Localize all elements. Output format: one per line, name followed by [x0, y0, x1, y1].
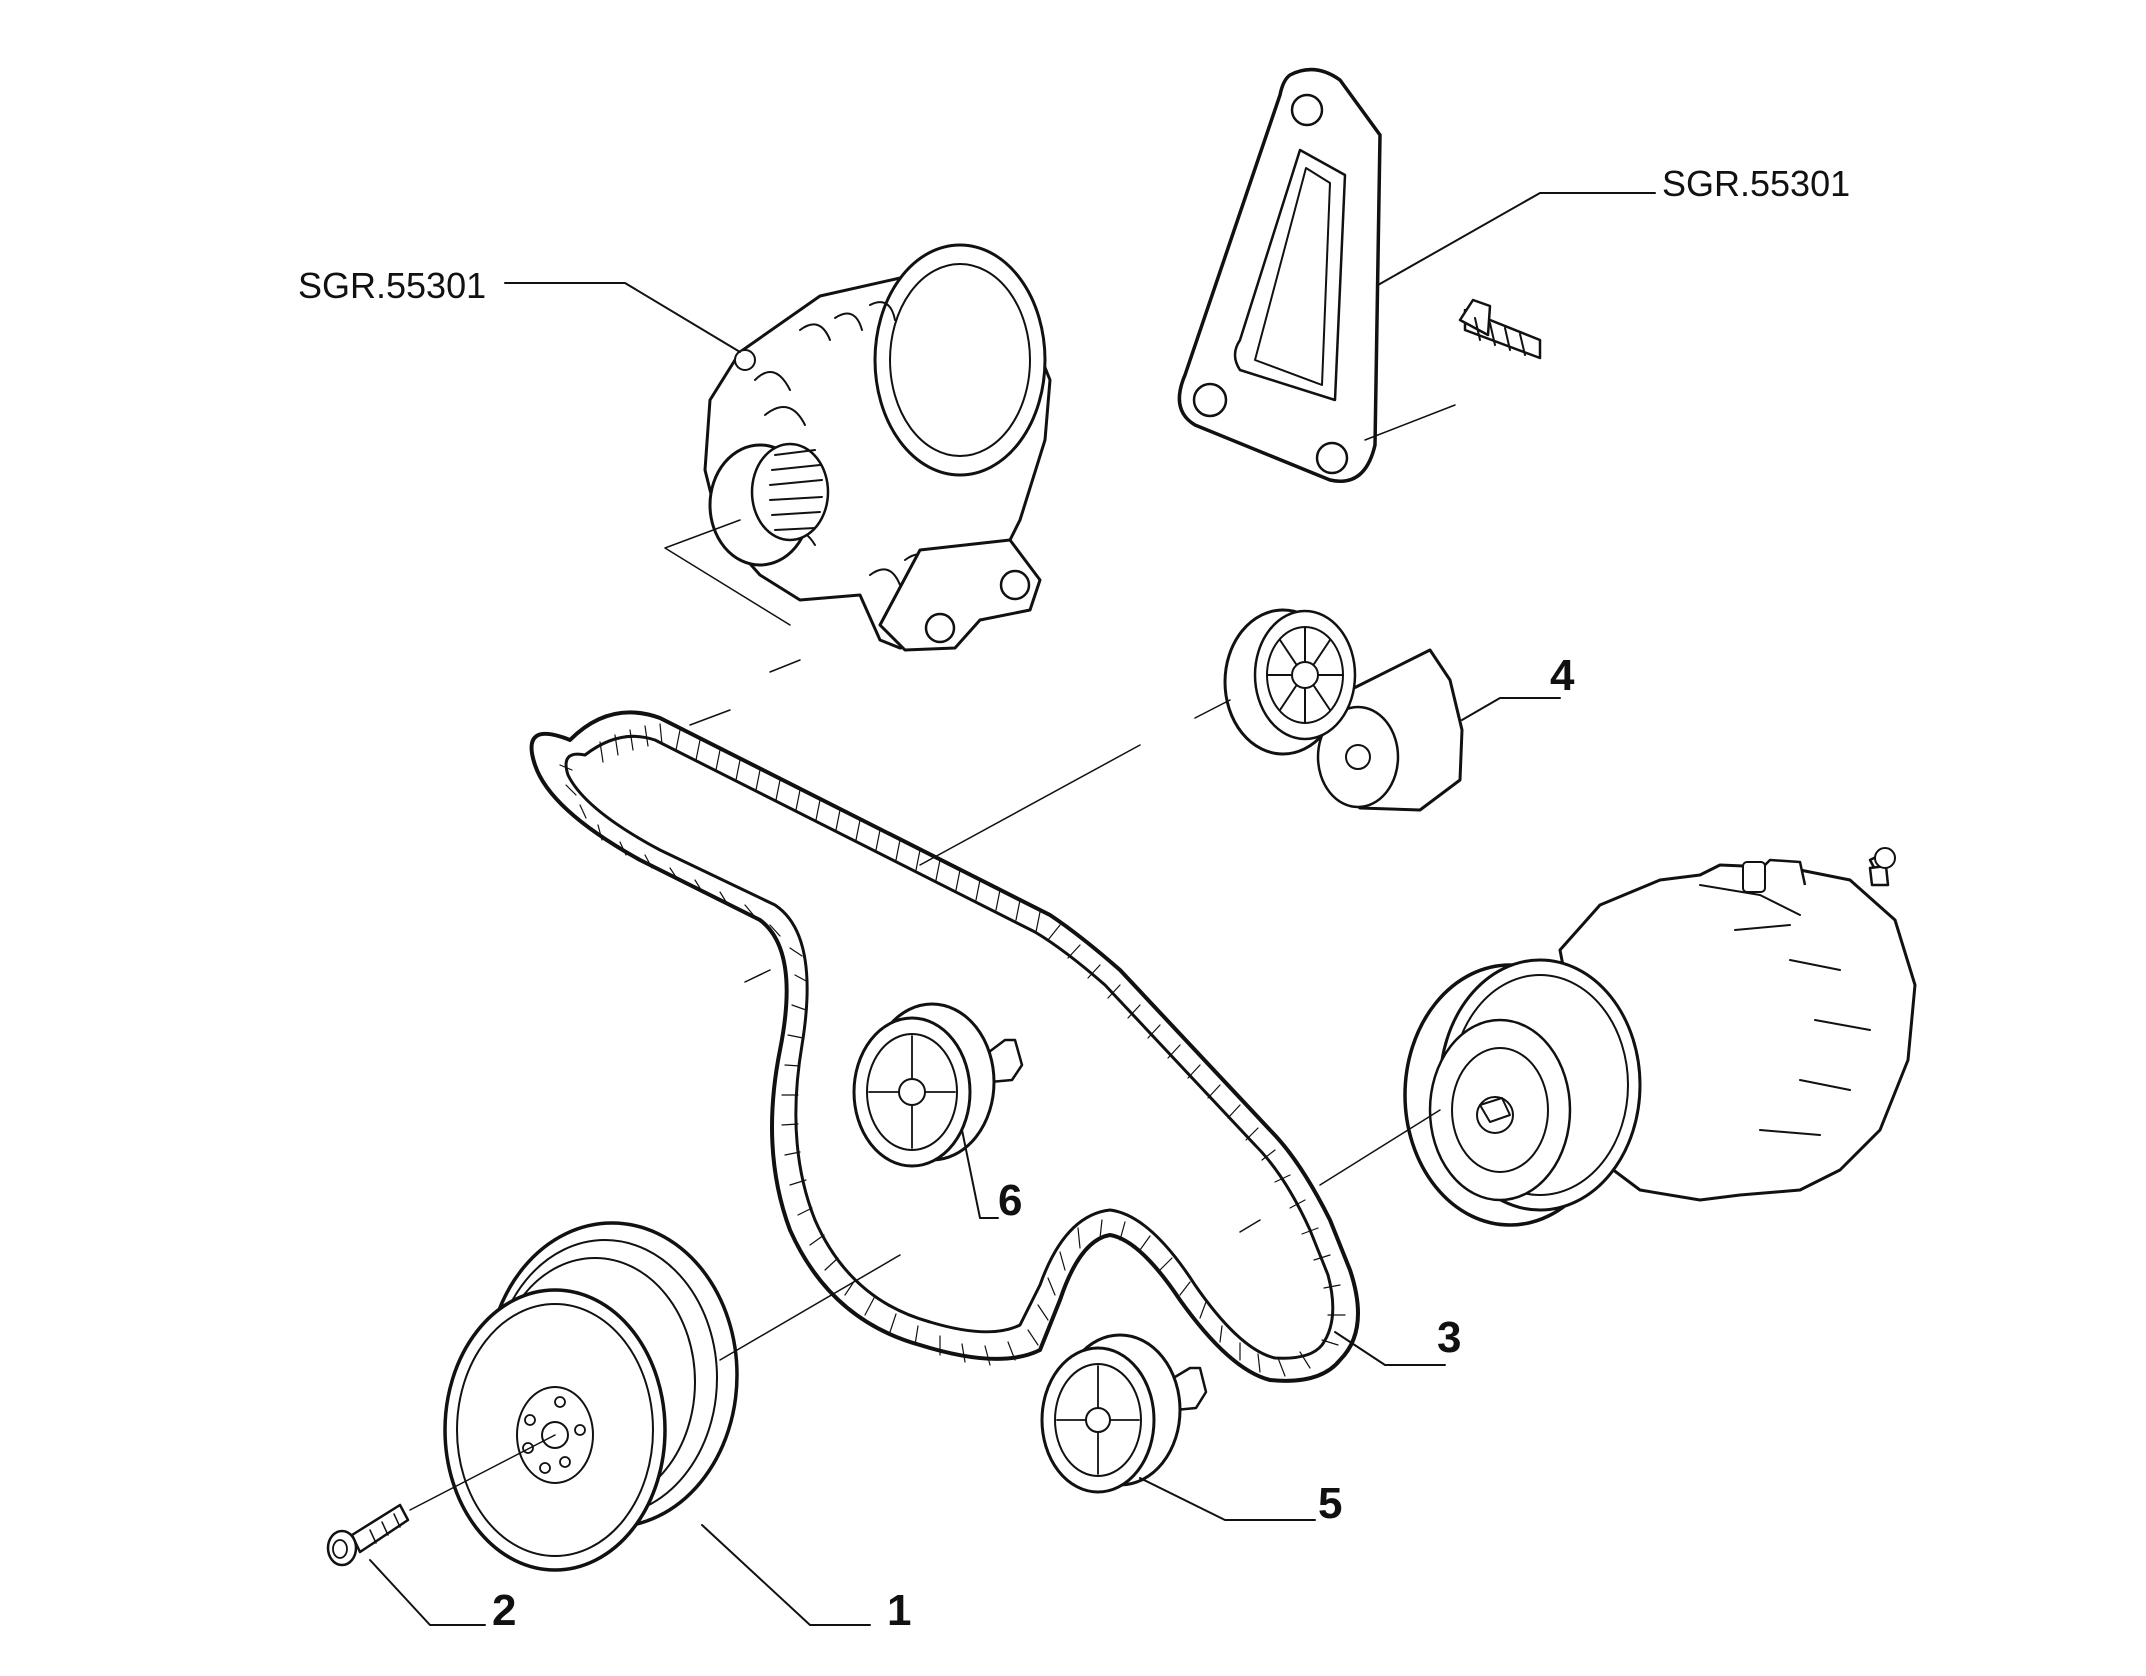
ref-label-bracket: SGR.55301	[1662, 163, 1850, 204]
ac-compressor	[1403, 847, 1917, 1227]
pulley-crankshaft	[443, 1221, 739, 1572]
part-number-3: 3	[1437, 1313, 1461, 1362]
mounting-bracket	[1177, 67, 1382, 483]
part-number-5: 5	[1318, 1479, 1342, 1528]
belt-tensioner	[1223, 608, 1464, 812]
ref-label-alternator: SGR.55301	[298, 265, 486, 306]
ribbed-belt	[529, 710, 1360, 1383]
idler-pulley-upper	[852, 1002, 1024, 1168]
part-number-1: 1	[887, 1586, 911, 1635]
bracket-bolt	[1458, 298, 1542, 360]
idler-pulley-lower	[1040, 1333, 1208, 1494]
crank-bolt	[326, 1503, 410, 1567]
part-number-2: 2	[492, 1586, 516, 1635]
assembly-axis-lines	[409, 404, 1456, 1511]
alternator	[703, 243, 1052, 652]
leader-lines	[369, 192, 1656, 1626]
part-number-4: 4	[1550, 651, 1575, 700]
part-number-6: 6	[998, 1176, 1022, 1225]
